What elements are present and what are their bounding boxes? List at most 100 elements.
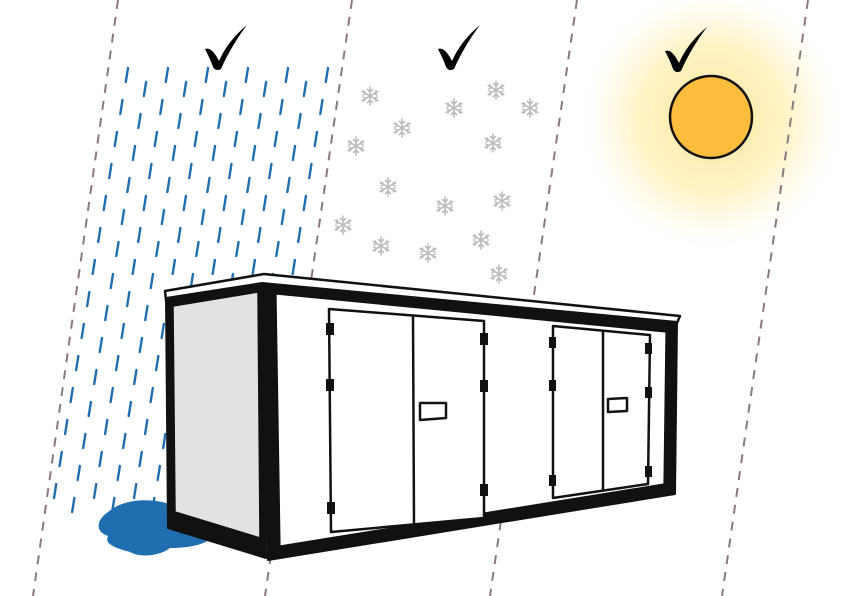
raindrop-icon (240, 208, 246, 226)
raindrop-icon (246, 176, 251, 194)
raindrop-icon (155, 240, 160, 258)
raindrop-icon (154, 354, 160, 372)
raindrop-icon (160, 208, 166, 226)
snowflake-icon (484, 133, 502, 153)
door-hinge (480, 333, 488, 345)
snowflake-icon (436, 196, 454, 216)
snowflake-icon (334, 215, 352, 235)
raindrop-icon (284, 66, 290, 84)
raindrop-icon (144, 304, 149, 322)
raindrop-icon (262, 80, 268, 98)
raindrop-icon (137, 112, 142, 130)
raindrop-icon (124, 66, 130, 84)
door-hinge (549, 337, 556, 348)
raindrop-icon (92, 482, 98, 500)
raindrop-icon (121, 432, 127, 450)
raindrop-icon (91, 258, 97, 276)
raindrop-icon (120, 322, 126, 340)
raindrop-icon (58, 450, 63, 468)
raindrop-icon (228, 162, 233, 180)
check-icon (438, 25, 480, 71)
raindrop-icon (313, 130, 319, 148)
raindrop-icon (199, 98, 204, 116)
raindrop-icon (297, 112, 302, 130)
snowflake-icon (493, 191, 511, 211)
raindrop-icon (131, 258, 137, 276)
raindrop-icon (239, 98, 244, 116)
check-icon (205, 25, 247, 71)
door-hinge (480, 484, 488, 496)
raindrop-icon (103, 418, 109, 436)
raindrop-icon (98, 450, 103, 468)
snowflake-icon (521, 98, 539, 118)
raindrop-icon (216, 226, 222, 244)
snowflake-icon (372, 236, 390, 256)
raindrop-icon (108, 162, 113, 180)
raindrop-icon (200, 208, 206, 226)
raindrop-icon (76, 464, 82, 482)
raindrop-icon (257, 112, 262, 130)
raindrop-icon (211, 258, 217, 276)
raindrop-icon (235, 240, 240, 258)
raindrop-icon (87, 400, 93, 418)
raindrop-icon (280, 208, 286, 226)
door-handle (418, 401, 448, 422)
snowflake-icon-group (334, 80, 539, 284)
raindrop-icon (102, 194, 108, 212)
raindrop-icon (143, 418, 149, 436)
raindrop-icon (74, 354, 80, 372)
raindrop-icon (127, 400, 133, 418)
raindrop-icon (251, 258, 257, 276)
raindrop-icon (114, 354, 120, 372)
raindrop-icon (63, 418, 69, 436)
raindrop-icon (52, 482, 58, 500)
raindrop-icon (98, 336, 104, 354)
snowflake-icon (419, 243, 437, 263)
raindrop-icon (324, 66, 330, 84)
raindrop-icon (104, 304, 109, 322)
raindrop-icon (182, 194, 188, 212)
snowflake-icon (487, 80, 505, 100)
sun-icon (668, 74, 754, 160)
door-hinge (480, 380, 488, 392)
raindrop-icon (211, 144, 217, 162)
raindrop-icon (251, 144, 257, 162)
raindrop-icon (188, 162, 193, 180)
raindrop-icon (113, 130, 119, 148)
raindrop-icon (156, 464, 162, 482)
raindrop-icon (244, 66, 250, 84)
raindrop-icon (131, 144, 137, 162)
raindrop-icon (291, 144, 297, 162)
raindrop-icon (69, 386, 75, 404)
raindrop-icon (70, 496, 76, 514)
raindrop-icon (275, 240, 280, 258)
snowflake-icon (347, 136, 365, 156)
snowflake-icon (490, 264, 508, 284)
raindrop-icon (132, 482, 138, 500)
snowflake-icon (445, 98, 463, 118)
raindrop-icon (81, 432, 87, 450)
raindrop-icon (273, 130, 279, 148)
raindrop-icon (115, 240, 120, 258)
raindrop-icon (195, 240, 200, 258)
raindrop-icon (222, 80, 228, 98)
snowflake-icon (393, 118, 411, 138)
raindrop-icon (302, 194, 308, 212)
raindrop-icon (149, 386, 155, 404)
door-hinge (326, 379, 334, 391)
container-end-panel (172, 291, 261, 539)
raindrop-icon (206, 176, 211, 194)
divider-line (32, 0, 119, 596)
snowflake-icon (472, 230, 490, 250)
raindrop-icon (204, 66, 210, 84)
door-hinge (549, 475, 556, 486)
raindrop-icon (222, 194, 228, 212)
raindrop-icon (138, 450, 143, 468)
door-hinge (645, 387, 652, 398)
raindrop-icon (125, 290, 131, 308)
raindrop-icon (279, 98, 284, 116)
door-hinge (645, 343, 652, 354)
raindrop-icon (136, 226, 142, 244)
raindrop-icon (153, 130, 159, 148)
raindrop-icon (133, 368, 138, 386)
